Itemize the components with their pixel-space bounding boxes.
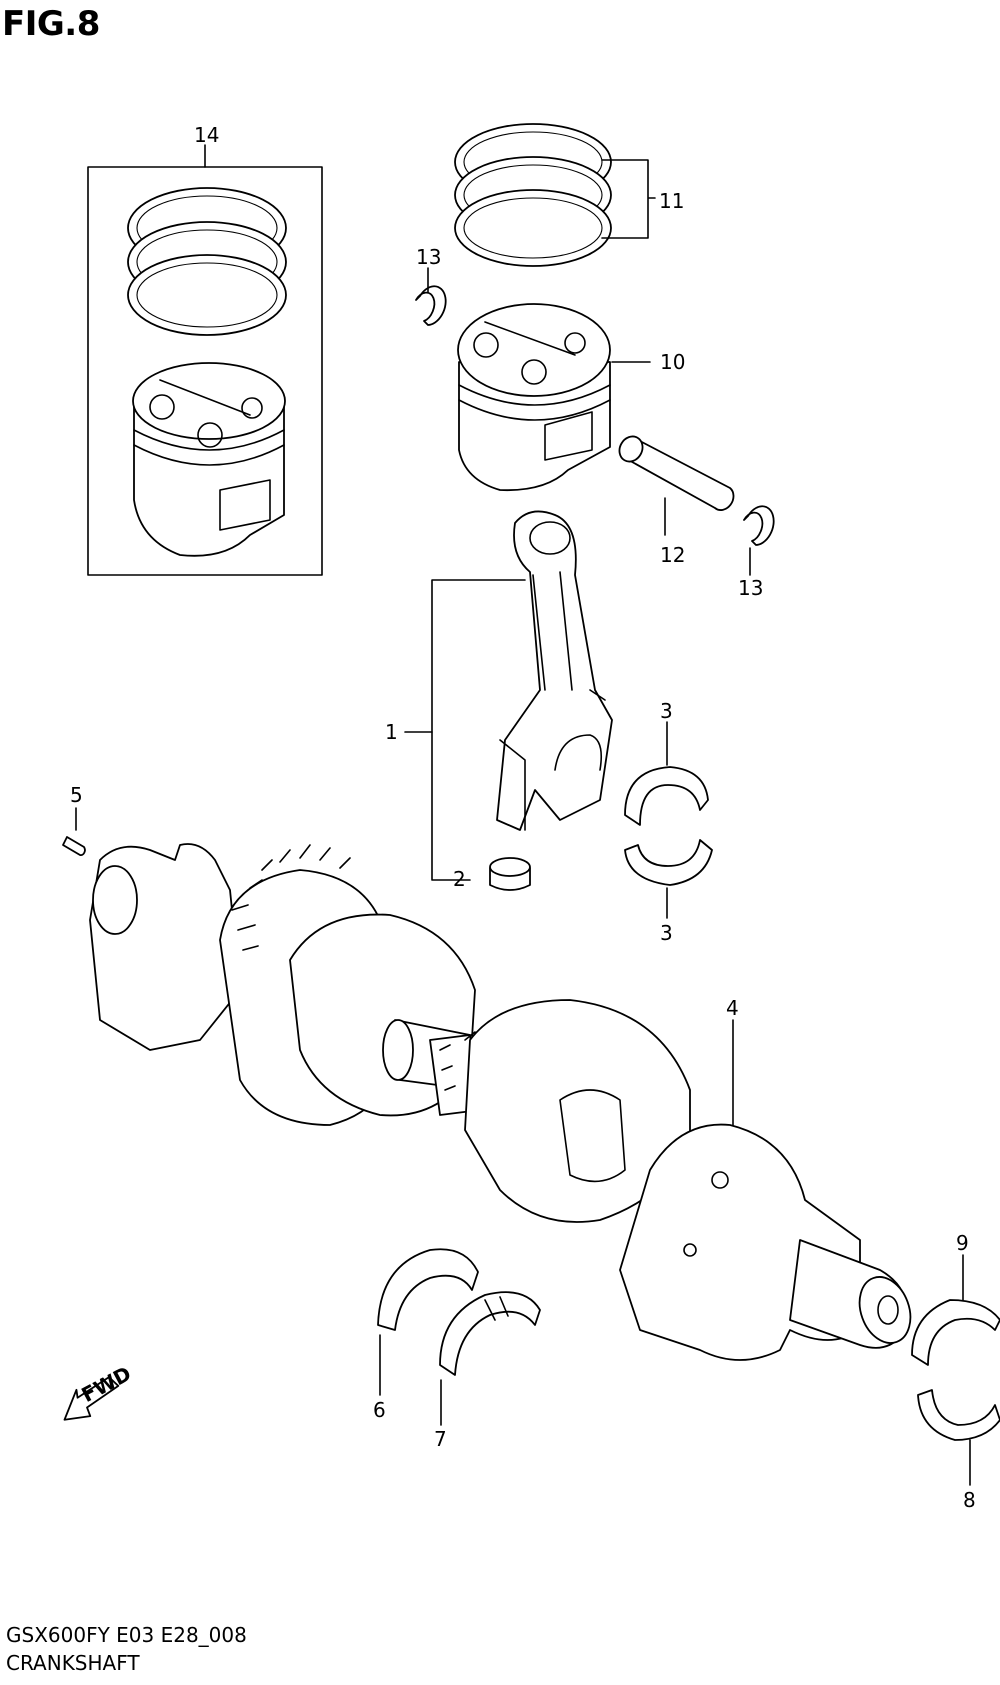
part-13-circlip-right: [743, 505, 775, 546]
part-12-piston-pin: [618, 435, 735, 536]
callout-12: 12: [660, 543, 685, 567]
callout-3-top: 3: [660, 699, 673, 723]
callout-5: 5: [70, 783, 83, 807]
part-9-bearing: [911, 1254, 1000, 1366]
part-11-piston-rings: [454, 123, 656, 267]
part-2-nut: [489, 857, 531, 891]
callout-11: 11: [659, 189, 684, 213]
callout-7: 7: [434, 1427, 447, 1451]
callout-6: 6: [373, 1398, 386, 1422]
callout-9: 9: [956, 1231, 969, 1255]
part-4-crankshaft: [89, 843, 912, 1361]
fwd-arrow-icon: FWD: [63, 1361, 135, 1421]
fwd-label: FWD: [77, 1361, 134, 1407]
callout-4: 4: [726, 996, 739, 1020]
part-8-bearing: [917, 1389, 1000, 1486]
part-6-thrust-bearing: [377, 1248, 479, 1396]
part-10-piston: [457, 303, 651, 492]
footer-diagram-code: GSX600FY E03 E28_008: [6, 1623, 247, 1647]
callout-13-top: 13: [416, 245, 441, 269]
callout-1: 1: [385, 720, 398, 744]
figure-title: FIG.8: [2, 4, 100, 44]
callout-8: 8: [963, 1488, 976, 1512]
callout-3-bottom: 3: [660, 921, 673, 945]
part-13-circlip-top: [415, 285, 447, 326]
callout-14: 14: [194, 123, 219, 147]
part-3-bearings: [624, 721, 713, 919]
part-1-connecting-rod: [404, 510, 613, 881]
callout-10: 10: [660, 350, 685, 374]
callout-13-right: 13: [738, 576, 763, 600]
part-14-piston-set: [87, 144, 323, 576]
callout-2: 2: [453, 867, 466, 891]
part-7-thrust-bearing: [439, 1291, 541, 1426]
part-5-pin: [62, 807, 86, 856]
footer-diagram-name: CRANKSHAFT: [6, 1651, 140, 1675]
